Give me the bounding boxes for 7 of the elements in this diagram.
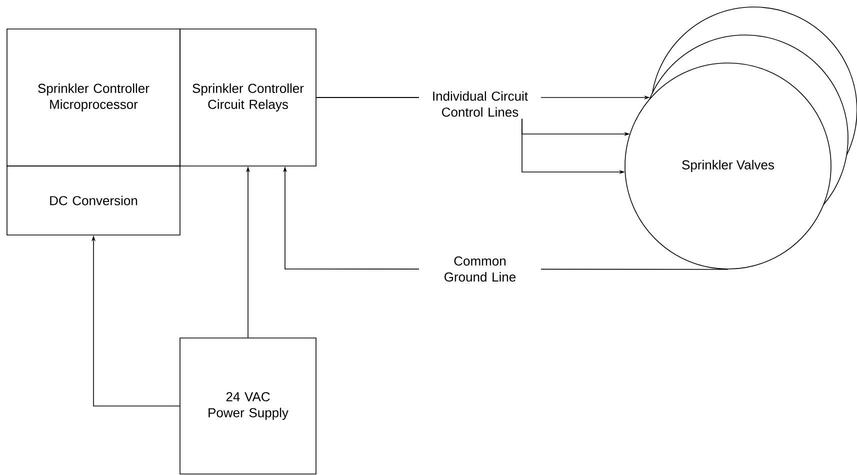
edge-label: Individual Circuit Control Lines xyxy=(419,89,541,119)
edge-label: Common Ground Line xyxy=(419,254,541,284)
block-box: Sprinkler Controller Circuit Relays xyxy=(180,28,316,166)
block-box: Sprinkler Controller Microprocessor xyxy=(6,28,180,166)
valve-circles: Sprinkler Valves xyxy=(624,6,857,270)
block-box: 24 VAC Power Supply xyxy=(180,338,316,474)
block-box: DC Conversion xyxy=(6,166,180,236)
